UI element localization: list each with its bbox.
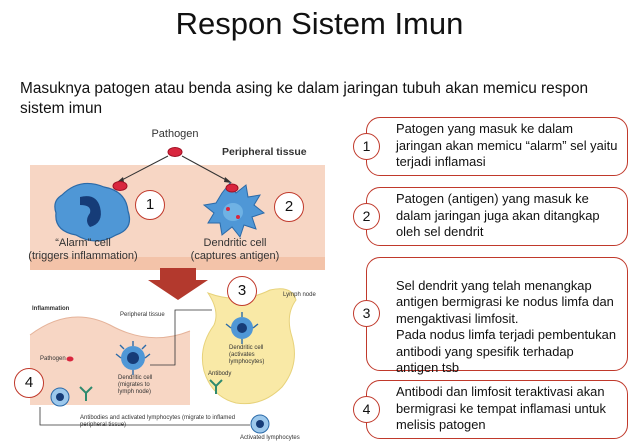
lower-peripheral-label: Peripheral tissue: [120, 312, 165, 318]
lower-pathogen-label: Pathogen: [40, 356, 66, 362]
inflammation-label: Inflammation: [32, 306, 70, 312]
step-card-3: Sel dendrit yang telah menangkap antigen…: [366, 257, 628, 375]
immune-response-diagram: Pathogen Peripheral tissue “Alarm” cell …: [0, 125, 345, 442]
arrow-to-dendritic: [181, 155, 229, 182]
alarm-cell-label: “Alarm” cell: [55, 237, 111, 249]
step-card-4: Antibodi dan limfosit teraktivasi akan b…: [366, 380, 628, 439]
alarm-cell-graphic: [54, 181, 131, 242]
dendritic-cell-sub-label: (captures antigen): [190, 250, 280, 262]
diagram-badge-1: 1: [135, 190, 165, 220]
dendritic-cell-lower: [115, 341, 151, 375]
upper-tissue-bottom: [30, 257, 325, 270]
alarm-cell-sub-label: (triggers inflammation): [28, 250, 138, 262]
pathogen-label: Pathogen: [151, 128, 199, 140]
antibody-y-1: [79, 386, 93, 401]
dendritic-cell-graphic: [202, 182, 266, 239]
step-4-number: 4: [353, 396, 380, 423]
activated-lymph-label: Activated lymphocytes: [240, 435, 300, 441]
diagram-badge-2: 2: [274, 192, 304, 222]
pathogen-top: [167, 147, 183, 157]
arrow-to-alarm: [119, 155, 169, 182]
dendritic-cell-label: Dendritic cell: [203, 237, 267, 249]
step-3-number: 3: [353, 300, 380, 327]
antibodies-lymph-label: Antibodies and activated lymphocytes (mi…: [80, 415, 236, 428]
step-1-number: 1: [353, 133, 380, 160]
dendritic-migrates-label: Dendritic cell (migrates to lymph node): [118, 375, 153, 395]
pathogen-lower: [66, 356, 74, 362]
activated-lymphocyte: [250, 414, 270, 434]
peripheral-tissue-label: Peripheral tissue: [222, 146, 307, 158]
diagram-badge-4: 4: [14, 368, 44, 398]
migration-line: [150, 309, 212, 366]
lymphocyte-lower: [50, 387, 70, 407]
step-4-text: Antibodi dan limfosit teraktivasi akan b…: [396, 384, 606, 432]
step-2-text: Patogen (antigen) yang masuk ke dalam ja…: [396, 191, 600, 239]
dendritic-cell-lymph: [225, 312, 259, 344]
return-line: [39, 407, 250, 426]
page-title: Respon Sistem Imun: [175, 6, 464, 41]
step-card-2: Patogen (antigen) yang masuk ke dalam ja…: [366, 187, 628, 246]
antibody-y-2: [209, 379, 223, 394]
antibody-label: Antibody: [208, 371, 232, 377]
diagram-graphics: [29, 147, 325, 434]
lymph-node: [201, 288, 297, 405]
transition-arrow: [148, 268, 208, 300]
dendritic-activates-label: Dendritic cell (activates lymphocytes): [229, 345, 265, 365]
intro-text: Masuknya patogen atau benda asing ke dal…: [20, 80, 589, 117]
step-card-1: Patogen yang masuk ke dalam jaringan aka…: [366, 117, 628, 176]
diagram-badge-3: 3: [227, 276, 257, 306]
lymph-node-label: Lymph node: [283, 292, 316, 298]
step-2-number: 2: [353, 203, 380, 230]
step-1-text: Patogen yang masuk ke dalam jaringan aka…: [396, 121, 618, 169]
inflamed-tissue: [30, 317, 190, 405]
step-3-text: Sel dendrit yang telah menangkap antigen…: [396, 277, 616, 376]
